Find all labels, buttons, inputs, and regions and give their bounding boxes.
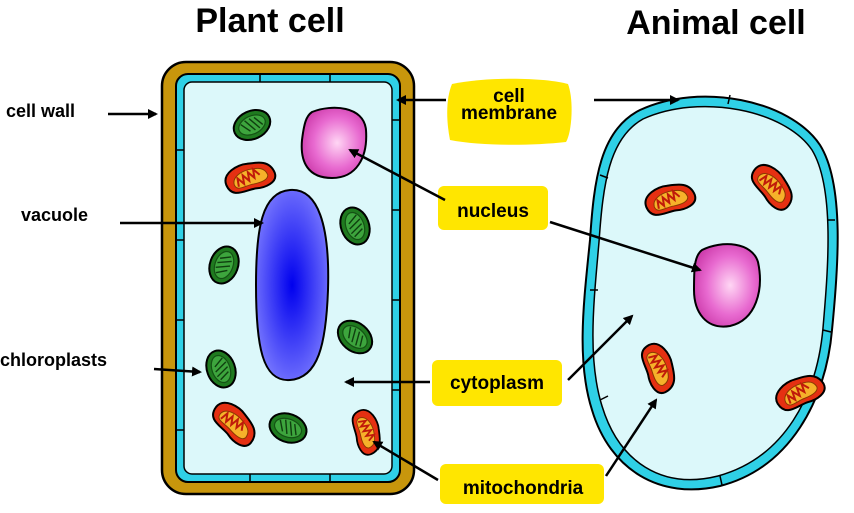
nucleus-highlight xyxy=(438,186,548,230)
mitochondria-arrow-animal xyxy=(604,398,658,477)
plant-cell-title: Plant cell xyxy=(195,2,344,40)
nucleus-arrow-animal xyxy=(549,220,702,273)
cell-wall-label: cell wall xyxy=(6,101,75,121)
chloroplasts-arrow xyxy=(153,366,202,377)
animal-cell xyxy=(581,94,839,491)
cell-membrane-label-line1: cell xyxy=(493,86,525,107)
cytoplasm-highlight xyxy=(432,360,562,406)
plant-membrane-ticks xyxy=(176,74,400,482)
animal-nucleus xyxy=(692,243,761,328)
chloroplasts-label: chloroplasts xyxy=(0,350,107,370)
mitochondria-arrow-plant xyxy=(372,440,439,482)
animal-membrane-ticks xyxy=(590,94,835,486)
vacuole xyxy=(254,188,330,382)
label-highlights xyxy=(432,78,604,504)
plant-cell xyxy=(160,60,416,496)
cytoplasm-arrow-animal xyxy=(567,314,634,381)
vacuole-label: vacuole xyxy=(21,205,88,225)
pointer-arrows xyxy=(108,95,702,482)
plant-nucleus xyxy=(300,106,368,180)
cell-membrane-highlight xyxy=(447,78,572,145)
mitochondria-label: mitochondria xyxy=(463,478,584,499)
nucleus-arrow-plant xyxy=(348,148,446,202)
cytoplasm-label: cytoplasm xyxy=(450,373,544,394)
cell-membrane-label-line2: membrane xyxy=(461,103,557,124)
mitochondria-highlight xyxy=(440,464,604,504)
animal-cell-title: Animal cell xyxy=(626,4,806,42)
nucleus-label: nucleus xyxy=(457,201,529,222)
